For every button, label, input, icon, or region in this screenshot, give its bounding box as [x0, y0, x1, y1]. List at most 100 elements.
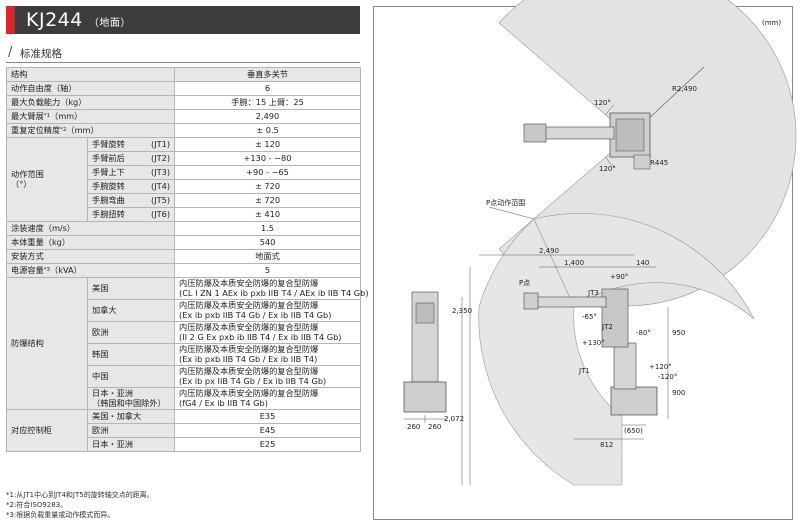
speed-label: 涂装速度（m/s） — [5, 221, 176, 236]
offset-label: R445 — [650, 159, 669, 167]
side-view-robot — [523, 288, 658, 416]
repeat-label: 重复定位精度*2（mm） — [5, 123, 176, 138]
dim-label: (650) — [624, 427, 643, 435]
table-row: 手腕旋转(JT4) ± 720 — [7, 179, 362, 194]
structure-label: 结构 — [5, 67, 176, 82]
explosion-value: 内压防爆及本质安全防爆的复合型防爆(II 2 G Ex pxb ib IIB T… — [174, 321, 362, 344]
controller-value: E45 — [174, 423, 362, 438]
unit-label: (mm) — [762, 19, 782, 27]
model-title: KJ244（地面） — [26, 9, 131, 31]
speed-value: 1.5 — [174, 221, 362, 236]
table-row: 对应控制柜 美国・加拿大 E35 — [6, 409, 362, 452]
dim-label: 260 — [407, 423, 421, 431]
table-row: 中国 内压防爆及本质安全防爆的复合型防爆(Ex ib px IIB T4 Gb … — [7, 365, 362, 388]
payload-label: 最大负载能力（kg） — [5, 95, 176, 110]
reach-value: 2,490 — [174, 109, 362, 124]
motion-name: 手臂上下(JT3) — [86, 165, 176, 180]
table-row: 手腕弯曲(JT5) ± 720 — [7, 193, 362, 208]
table-row: 安装方式 地面式 — [5, 249, 362, 264]
table-row: 动作自由度（轴） 6 — [5, 81, 362, 96]
dimension-drawing: (mm) 120° 120° R2,490 R445 P点动作范围 P点 2,4… — [373, 0, 797, 520]
range-label: P点动作范围 — [486, 199, 526, 207]
motion-name: 手腕弯曲(JT5) — [86, 193, 176, 208]
dim-label: 900 — [672, 389, 686, 397]
angle-label: +120° — [649, 363, 672, 371]
dim-label: 1,400 — [564, 259, 585, 267]
table-row: 结构 垂直多关节 — [5, 67, 362, 82]
top-view-robot — [523, 112, 651, 170]
page-header: KJ244（地面） — [6, 6, 360, 34]
table-row: 日本・亚洲 E25 — [7, 437, 362, 452]
table-row: 最大负载能力（kg） 手腕：15 上臂：25 — [5, 95, 362, 110]
dim-label: 950 — [672, 329, 686, 337]
model-subtitle: （地面） — [88, 18, 131, 29]
motion-name: 手臂旋转(JT1) — [86, 137, 176, 152]
explosion-region: 日本・亚洲（韩国和中国除外） — [86, 387, 176, 410]
motion-value: +130 - −80 — [174, 151, 362, 166]
angle-label: -80° — [636, 329, 651, 337]
side-view-range — [533, 213, 755, 320]
dof-value: 6 — [174, 81, 362, 96]
structure-value: 垂直多关节 — [174, 67, 362, 82]
table-row: 欧洲 内压防爆及本质安全防爆的复合型防爆(II 2 G Ex pxb ib II… — [7, 321, 362, 344]
footnote-3: *3:根据负载重量或动作模式而异。 — [6, 511, 115, 519]
slash-icon: / — [8, 45, 13, 60]
joint-label: JT3 — [588, 289, 599, 297]
section-header: / 标准规格 — [6, 45, 360, 63]
explosion-region: 中国 — [86, 365, 176, 388]
weight-value: 540 — [174, 235, 362, 250]
dim-label: 2,490 — [539, 247, 560, 255]
footnotes: *1:从JT1中心到JT4和JT5的旋转轴交点的距离。 *2:符合ISO9283… — [6, 490, 154, 520]
controller-region: 美国・加拿大 — [86, 409, 176, 424]
footnote-2: *2:符合ISO9283。 — [6, 501, 68, 509]
joint-label: JT1 — [579, 367, 590, 375]
explosion-value: 内压防爆及本质安全防爆的复合型防爆(Ex ib pxb IIB T4 Gb / … — [174, 299, 362, 322]
repeat-value: ± 0.5 — [174, 123, 362, 138]
controller-value: E25 — [174, 437, 362, 452]
table-row: 欧洲 E45 — [7, 423, 362, 438]
explosion-value: 内压防爆及本质安全防爆的复合型防爆(CL I ZN 1 AEx ib pxb I… — [174, 277, 369, 300]
explosion-region: 美国 — [86, 277, 176, 300]
motion-range-label: 动作范围（°） — [6, 137, 88, 222]
table-row: 电源容量*3（kVA） 5 — [5, 263, 362, 278]
table-row: 最大臂展*1（mm） 2,490 — [5, 109, 362, 124]
section-label: 标准规格 — [20, 48, 62, 60]
dim-label: 260 — [428, 423, 442, 431]
install-value: 地面式 — [174, 249, 362, 264]
explosion-region: 加拿大 — [86, 299, 176, 322]
explosion-region: 欧洲 — [86, 321, 176, 344]
joint-label: JT2 — [602, 323, 613, 331]
dim-label: 2,350 — [452, 307, 473, 315]
table-row: 动作范围（°） 手臂旋转(JT1) ± 120 — [6, 137, 362, 222]
motion-value: ± 120 — [174, 137, 362, 152]
explosion-value: 内压防爆及本质安全防爆的复合型防爆(Ex ib pxb IIB T4 Gb / … — [174, 343, 362, 366]
reach-label: 最大臂展*1（mm） — [5, 109, 176, 124]
angle-label: -65° — [582, 313, 597, 321]
spec-table: 结构 垂直多关节 动作自由度（轴） 6 最大负载能力（kg） 手腕：15 上臂：… — [5, 67, 369, 452]
motion-value: ± 720 — [174, 193, 362, 208]
angle-label: 120° — [594, 99, 611, 107]
radius-label: R2,490 — [672, 85, 697, 93]
header-accent-bar — [6, 6, 15, 34]
install-label: 安装方式 — [5, 249, 176, 264]
footnote-1: *1:从JT1中心到JT4和JT5的旋转轴交点的距离。 — [6, 491, 154, 499]
explosion-value: 内压防爆及本质安全防爆的复合型防爆(Ex ib px IIB T4 Gb / E… — [174, 365, 362, 388]
controller-region: 日本・亚洲 — [86, 437, 176, 452]
table-row: 韩国 内压防爆及本质安全防爆的复合型防爆(Ex ib pxb IIB T4 Gb… — [7, 343, 362, 366]
controller-region: 欧洲 — [86, 423, 176, 438]
angle-label: 120° — [599, 165, 616, 173]
power-label: 电源容量*3（kVA） — [5, 263, 176, 278]
front-view-robot — [403, 291, 447, 413]
motion-name: 手腕扭转(JT6) — [86, 207, 176, 222]
power-value: 5 — [174, 263, 362, 278]
motion-value: ± 410 — [174, 207, 362, 222]
table-row: 重复定位精度*2（mm） ± 0.5 — [5, 123, 362, 138]
drawing-canvas — [403, 0, 797, 486]
motion-name: 手腕旋转(JT4) — [86, 179, 176, 194]
angle-label: +90° — [610, 273, 629, 281]
controller-value: E35 — [174, 409, 362, 424]
angle-label: +130° — [582, 339, 605, 347]
explosion-label: 防爆结构 — [6, 277, 88, 410]
dim-label: 140 — [636, 259, 650, 267]
motion-name: 手臂前后(JT2) — [86, 151, 176, 166]
